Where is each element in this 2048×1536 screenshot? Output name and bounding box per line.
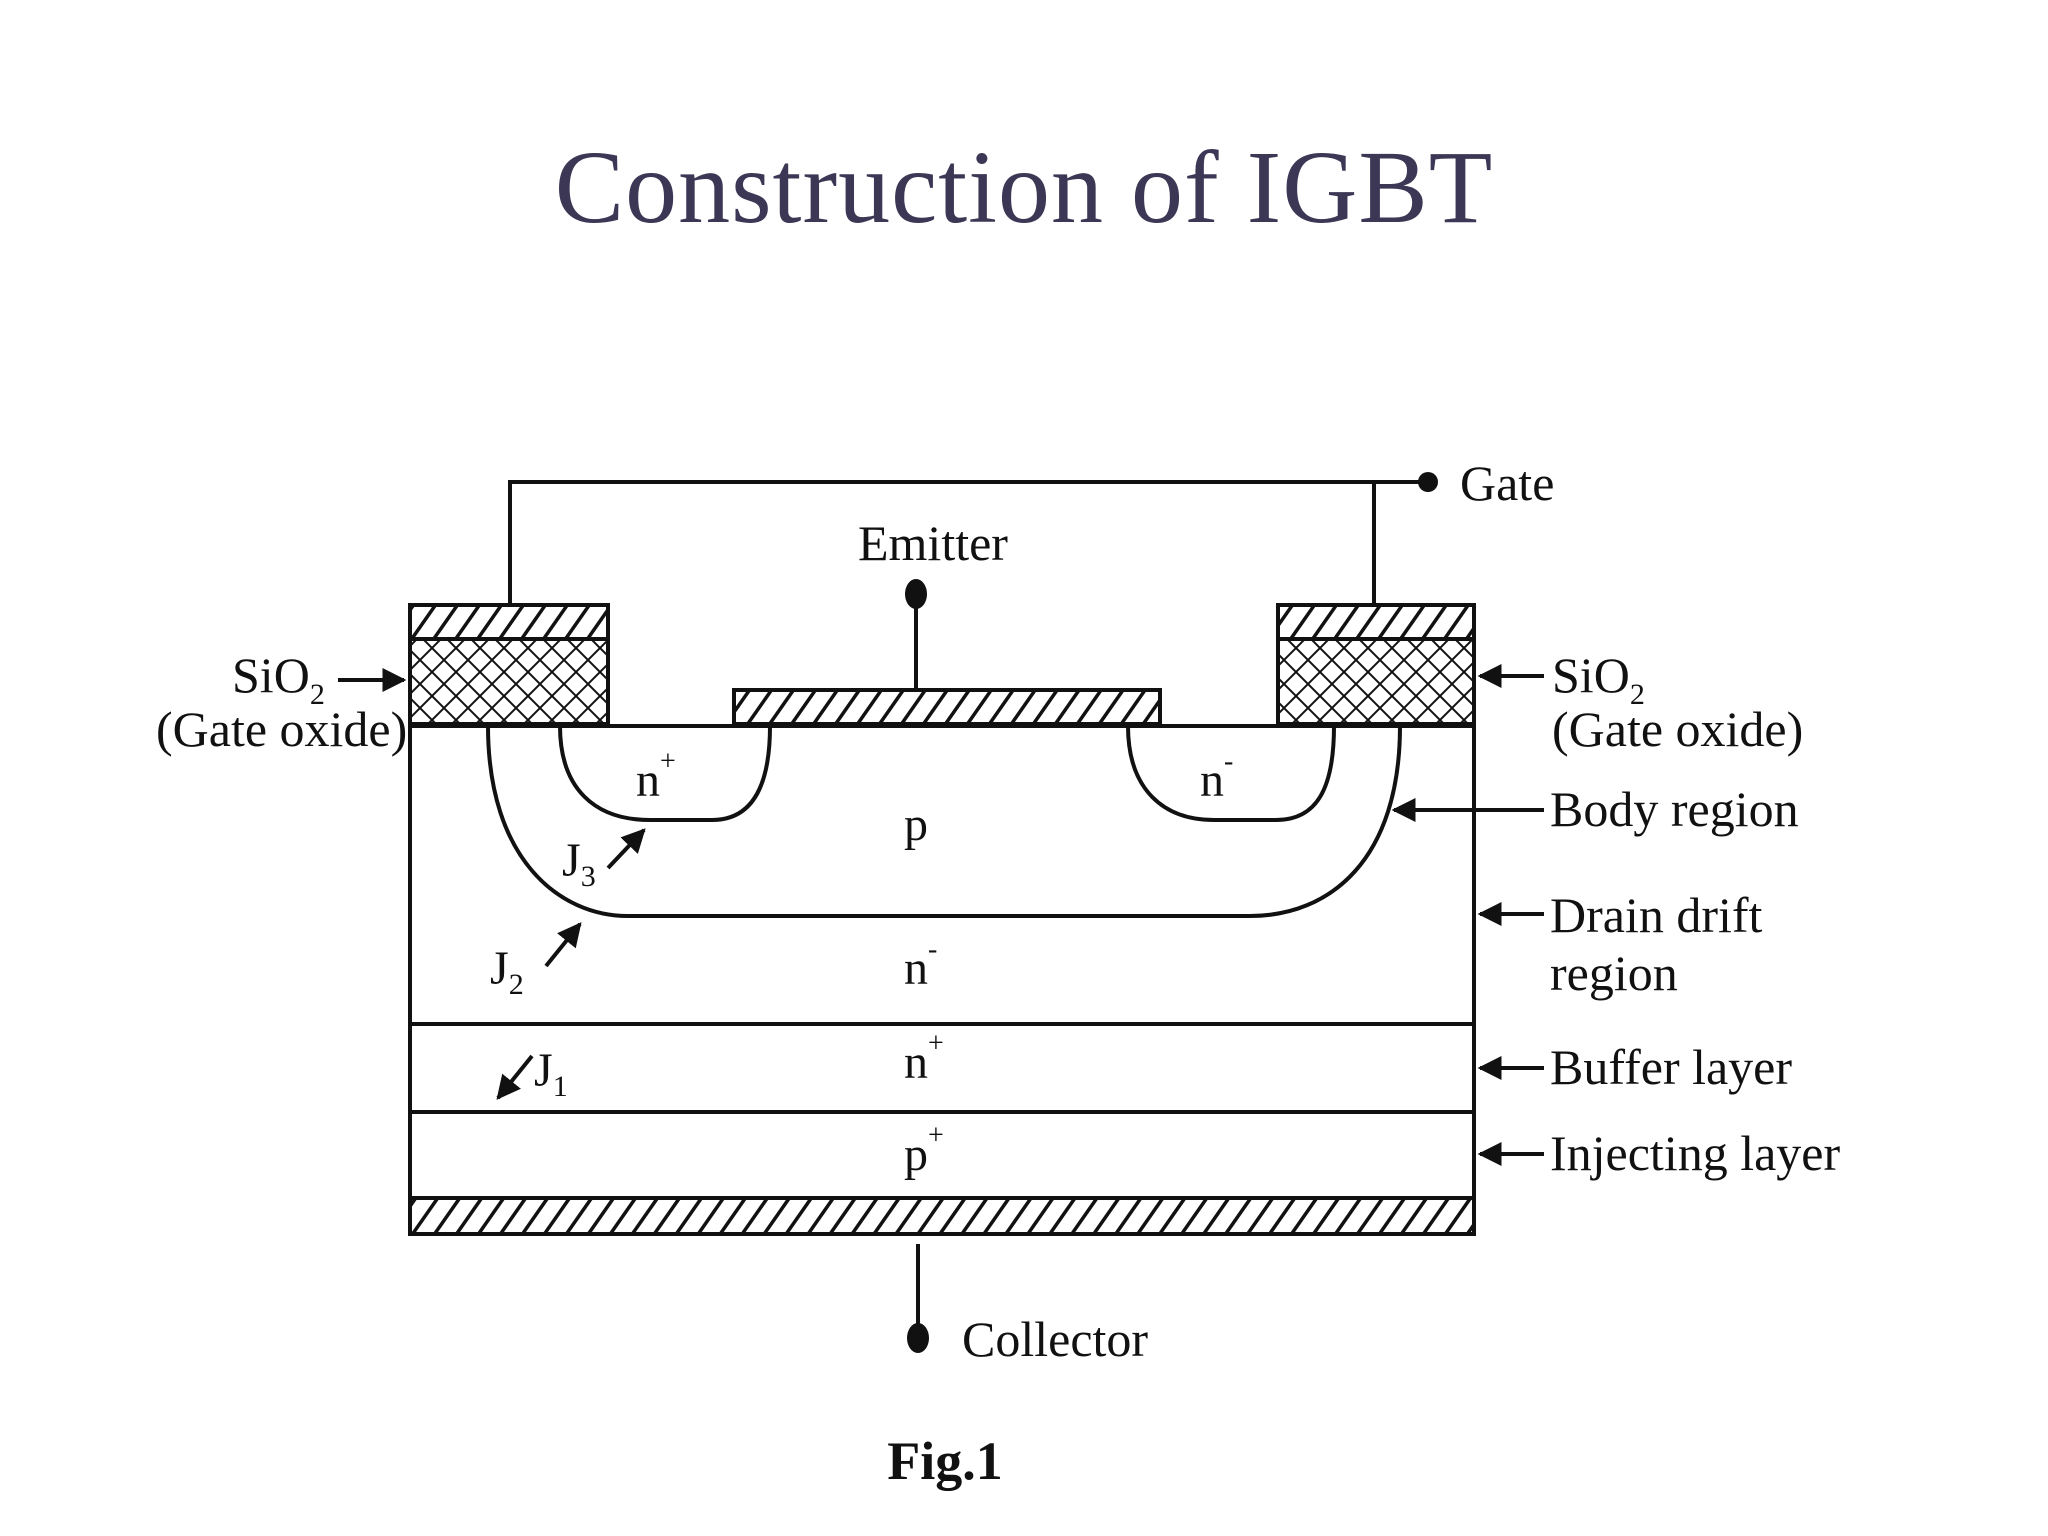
- emitter-label: Emitter: [858, 515, 1008, 571]
- collector-label: Collector: [962, 1311, 1148, 1367]
- junction-j3-label: J3: [562, 834, 596, 893]
- left-gate-oxide: [408, 637, 610, 726]
- p-body-well-boundary: [486, 725, 1402, 918]
- left-oxide-formula: SiO2: [232, 647, 325, 711]
- gate-terminal-dot[interactable]: [1418, 472, 1438, 492]
- emitter-metal-contact: [732, 688, 1162, 726]
- junction-j2-arrow: [544, 922, 582, 968]
- junction-j1-label: J1: [534, 1044, 568, 1103]
- injecting-layer-label: Injecting layer: [1550, 1125, 1840, 1181]
- slide-title: Construction of IGBT: [554, 130, 1494, 245]
- right-oxide-formula: SiO2: [1552, 647, 1645, 711]
- buffer-layer-label: Buffer layer: [1550, 1039, 1792, 1095]
- emitter-terminal-dot[interactable]: [905, 579, 927, 609]
- substrate-outline: [408, 724, 1476, 1198]
- p-injecting-label: p+: [904, 1120, 944, 1181]
- drain-drift-label-line2: region: [1550, 945, 1678, 1001]
- junction-j3-arrow: [606, 828, 646, 870]
- p-body-label: p: [904, 798, 928, 851]
- right-gate-oxide: [1276, 637, 1476, 726]
- collector-terminal-dot[interactable]: [907, 1323, 929, 1353]
- gate-label: Gate: [1460, 455, 1554, 511]
- n-right-well-boundary: [1126, 725, 1336, 822]
- gate-wire: [508, 480, 1426, 605]
- figure-caption: Fig.1: [887, 1431, 1003, 1491]
- body-region-label: Body region: [1550, 781, 1799, 837]
- junction-j2-label: J2: [490, 942, 524, 1001]
- right-oxide-description: (Gate oxide): [1552, 701, 1803, 757]
- n-plus-left-label: n+: [636, 746, 676, 807]
- collector-metal-contact: [408, 1196, 1476, 1236]
- n-plus-left-well-boundary: [558, 725, 772, 822]
- drain-drift-label-line1: Drain drift: [1550, 887, 1763, 943]
- n-buffer-label: n+: [904, 1028, 944, 1089]
- n-drift-label: n-: [904, 934, 937, 995]
- left-oxide-description: (Gate oxide): [156, 701, 407, 757]
- junction-j1-arrow: [496, 1054, 534, 1100]
- n-right-label: n-: [1200, 746, 1233, 807]
- left-gate-metal: [408, 603, 610, 641]
- right-gate-metal: [1276, 603, 1476, 641]
